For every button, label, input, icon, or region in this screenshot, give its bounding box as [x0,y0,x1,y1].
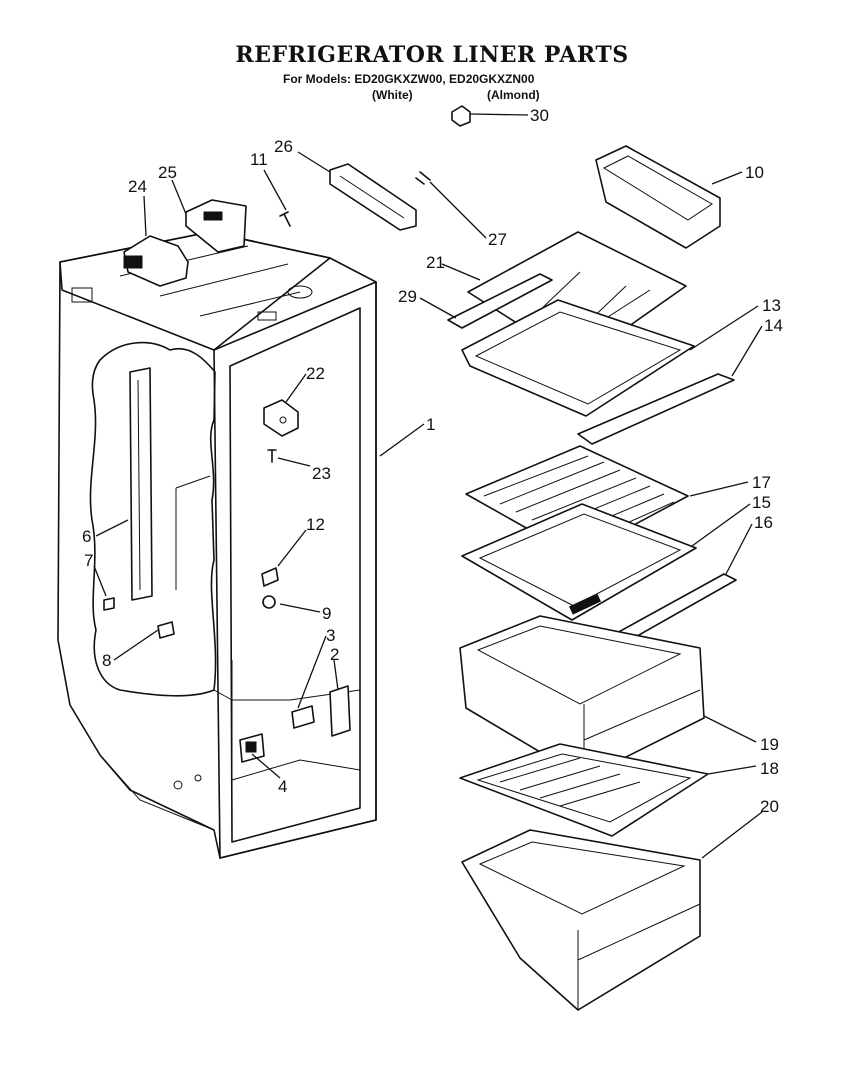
callout-2: 2 [330,645,339,664]
callout-10: 10 [745,163,764,182]
crisper-cover-15 [461,503,697,621]
callout-4: 4 [278,777,287,796]
finish-white: (White) [372,88,413,102]
bin-10 [595,145,721,249]
screw-23 [267,449,277,463]
callout-numbers: 30 10 26 27 11 25 24 21 29 13 14 22 1 23… [82,106,783,816]
callout-1: 1 [426,415,435,434]
callout-16: 16 [754,513,773,532]
trim-14 [577,373,735,445]
models-line: For Models: ED20GKXZW00, ED20GKXZN00 [283,72,535,86]
bracket-3 [291,705,315,729]
rail-26 [329,163,417,231]
callout-8: 8 [102,651,111,670]
callout-24: 24 [128,177,147,196]
callout-22: 22 [306,364,325,383]
callout-3: 3 [326,626,335,645]
callout-17: 17 [752,473,771,492]
control-24 [123,235,189,287]
callout-20: 20 [760,797,779,816]
diagram-title: REFRIGERATOR LINER PARTS [235,42,629,68]
callout-15: 15 [752,493,771,512]
shelves-and-bins [447,145,737,1011]
callout-7: 7 [84,551,93,570]
callout-6: 6 [82,527,91,546]
shelf-frame-13 [461,299,695,417]
cabinet-liner [57,231,377,859]
callout-23: 23 [312,464,331,483]
trim-29 [447,273,553,329]
screw-11 [279,211,291,227]
callout-14: 14 [764,316,783,335]
callout-29: 29 [398,287,417,306]
callout-12: 12 [306,515,325,534]
callout-26: 26 [274,137,293,156]
cabinet-small-parts [103,399,351,763]
callout-27: 27 [488,230,507,249]
clip-9 [262,595,276,609]
callout-18: 18 [760,759,779,778]
callout-19: 19 [760,735,779,754]
clip-12 [261,567,279,587]
callout-30: 30 [530,106,549,125]
finish-almond: (Almond) [487,88,540,102]
clip-8 [157,621,175,639]
bracket-25 [185,199,247,253]
callout-9: 9 [322,604,331,623]
top-parts [123,105,471,287]
screw-27 [415,171,431,185]
crisper-drawer-19 [459,615,705,779]
hinge-2 [329,685,351,737]
callout-25: 25 [158,163,177,182]
crisper-drawer-20 [461,829,701,1011]
leader-lines [93,113,763,859]
callout-21: 21 [426,253,445,272]
callout-13: 13 [762,296,781,315]
callout-11: 11 [250,150,268,169]
screws-30 [451,105,471,127]
screw-7 [103,597,115,611]
